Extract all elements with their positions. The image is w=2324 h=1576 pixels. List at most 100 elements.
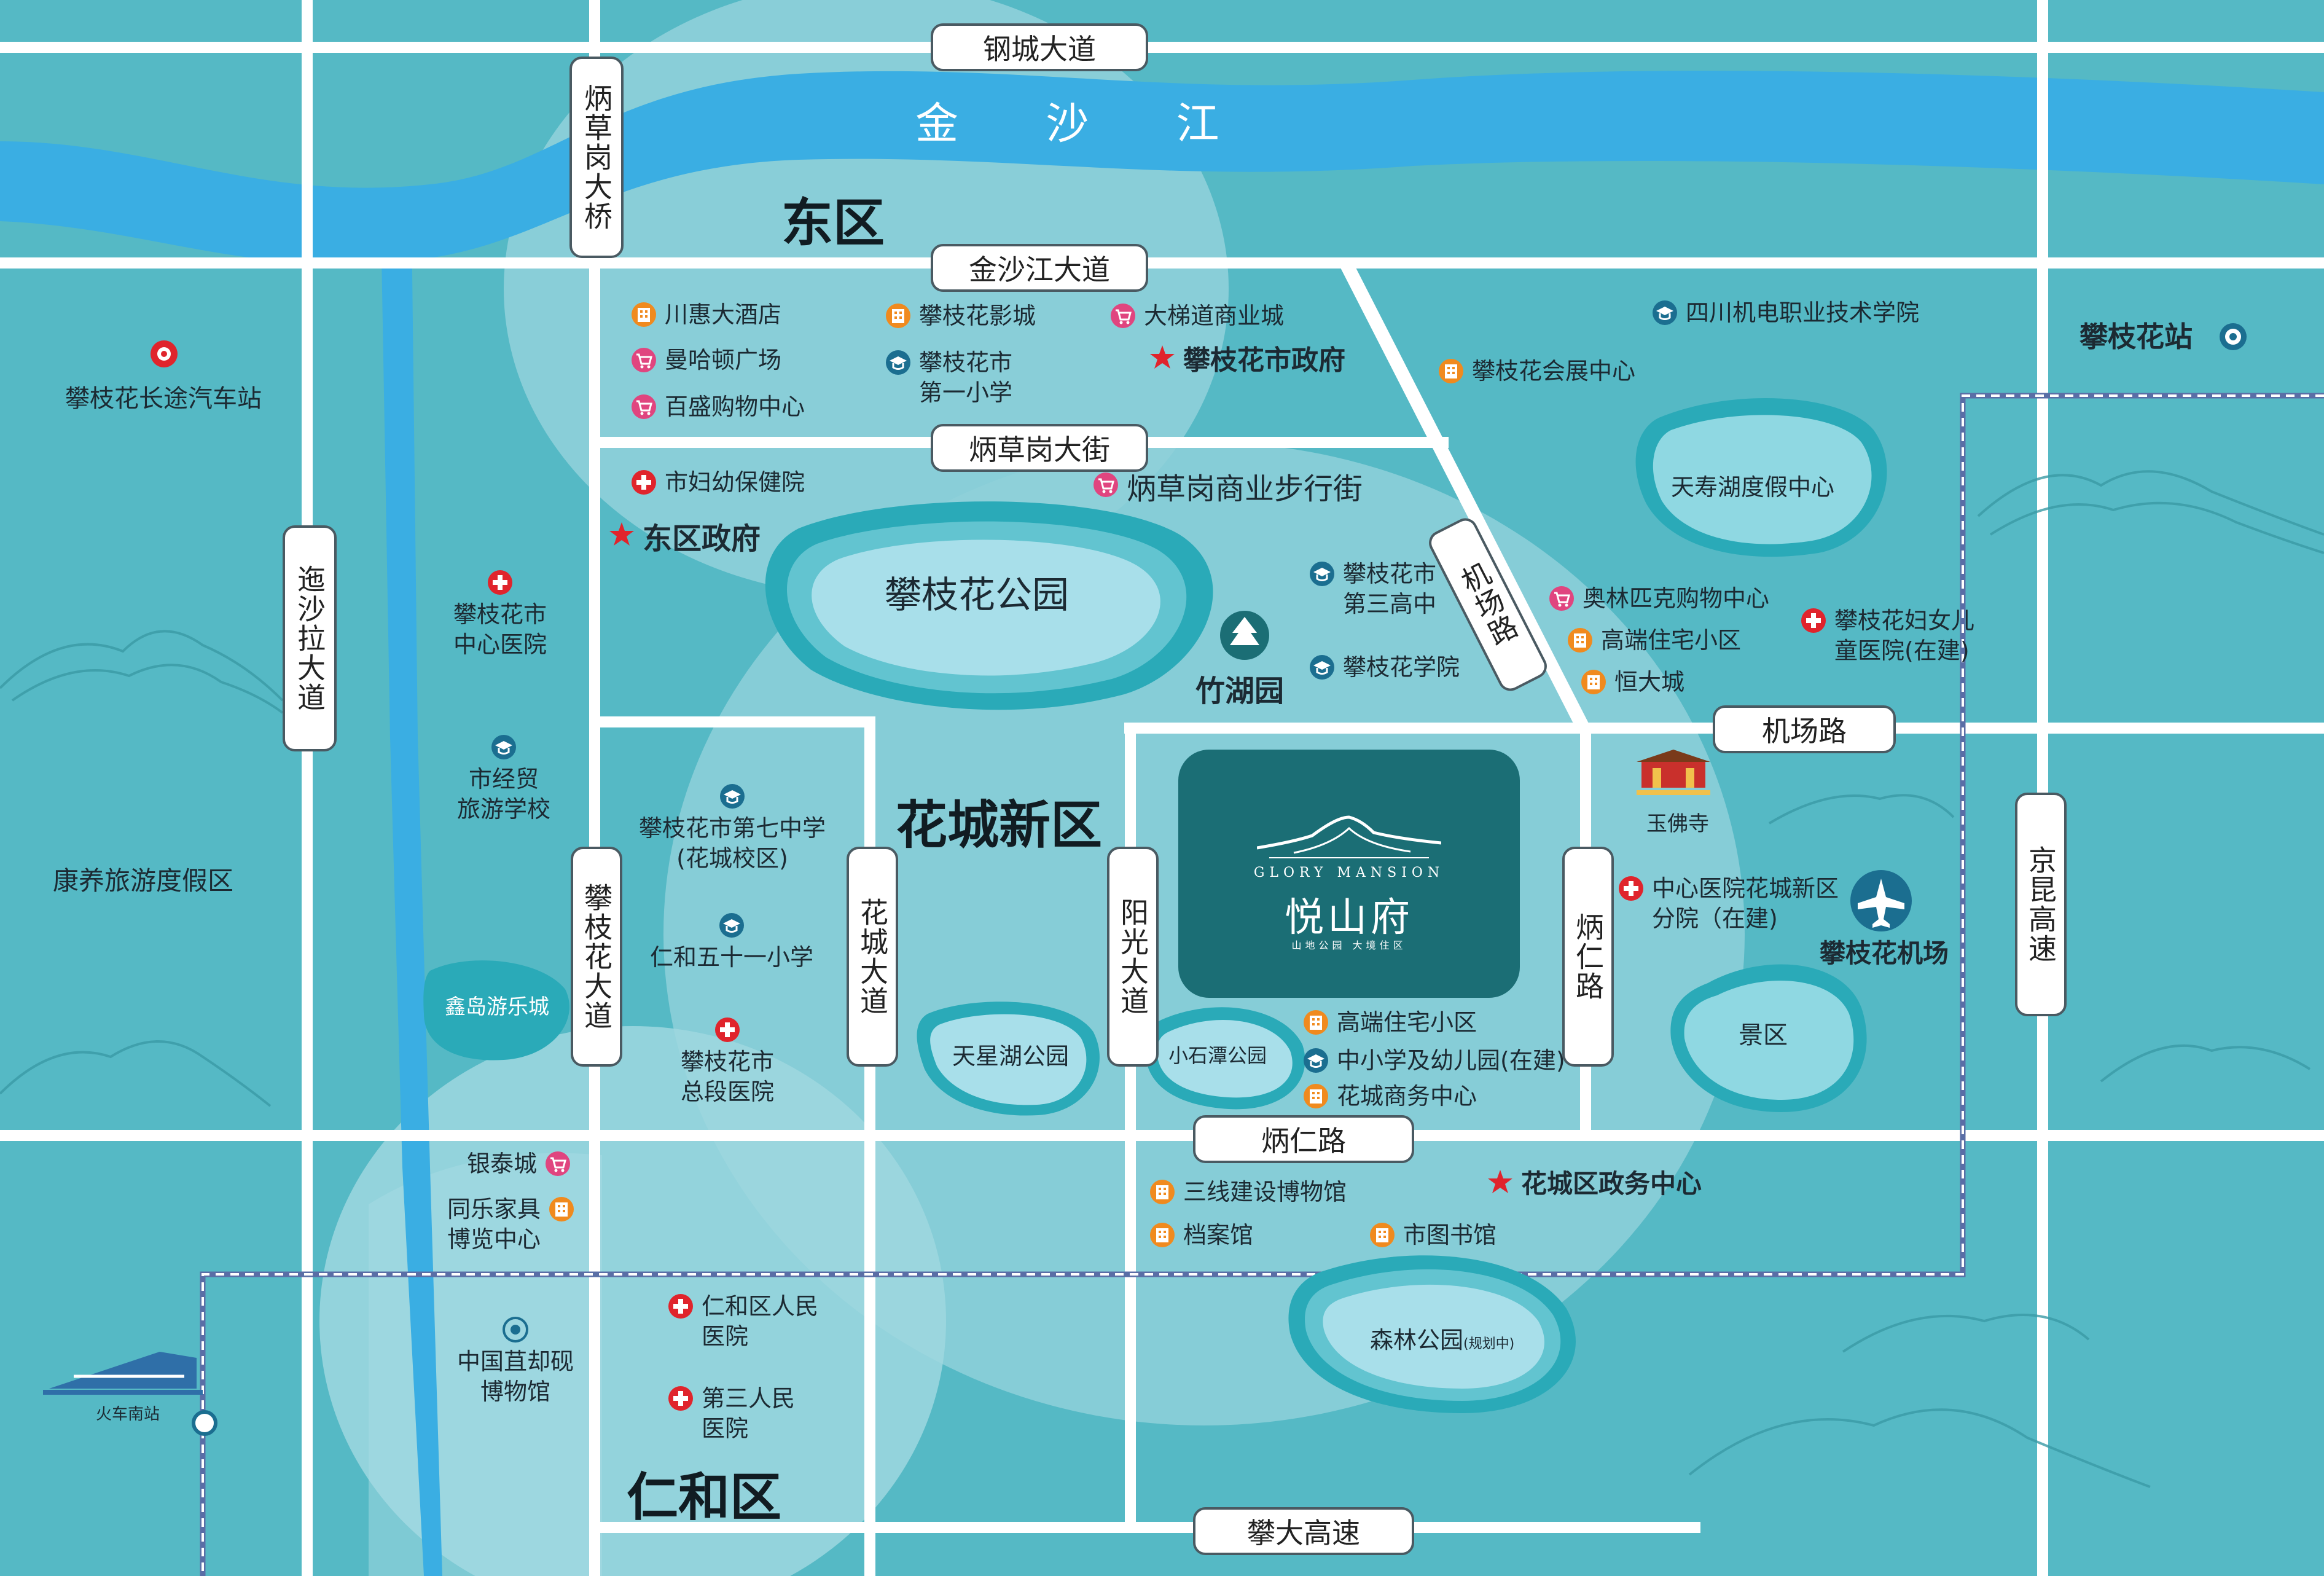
building-icon [1370,1223,1395,1247]
poi-sanxian[interactable]: 三线建设博物馆 [1149,1177,1347,1207]
poi-label: 攀枝花影城 [919,302,1036,329]
poi-third-hospital[interactable]: 第三人民 医院 [667,1384,795,1445]
road-huacheng-avenue: 花城大道 [847,847,898,1067]
road-jinshajiang: 金沙江大道 [931,244,1148,292]
poi-archives[interactable]: 档案馆 [1149,1220,1253,1250]
poi-maternal[interactable]: 市妇幼保健院 [630,468,805,498]
building-icon [1581,670,1606,694]
poi-label: 攀枝花妇女儿 童医院(在建) [1834,607,1975,665]
poi-label: 银泰城 [467,1150,538,1177]
river-branch [381,221,442,1576]
label-bus-station: 攀枝花长途汽车站 [65,385,262,413]
poi-library[interactable]: 市图书馆 [1369,1220,1497,1250]
park-scenic: 景区 [1739,1021,1788,1049]
poi-women-children[interactable]: 攀枝花妇女儿 童医院(在建) [1800,606,1974,667]
park-tianshou: 天寿湖度假中心 [1671,474,1835,501]
poi-luxury1[interactable]: 高端住宅小区 [1567,625,1741,656]
hospital-icon [668,1386,693,1411]
poi-label: 奥林匹克购物中心 [1583,585,1770,612]
lake-scenic [1670,964,1867,1112]
museum-icon [503,1317,528,1343]
poi-east-gov[interactable]: 东区政府 [608,520,761,558]
building-icon [549,1197,574,1221]
school-icon [720,784,745,809]
building-icon [1150,1180,1175,1204]
road-airport-horizontal: 机场路 [1713,705,1896,753]
poi-label: 中国苴却砚 博物馆 [457,1348,574,1406]
poi-label: 市图书馆 [1403,1221,1497,1249]
poi-renhe-hospital[interactable]: 仁和区人民 医院 [667,1292,818,1352]
poi-city-gov[interactable]: 攀枝花市政府 [1149,343,1345,378]
poi-label: 中心医院花城新区 分院（在建) [1652,875,1839,933]
poi-olympic-mall[interactable]: 奥林匹克购物中心 [1548,584,1769,614]
poi-label: 仁和五十一小学 [650,944,814,971]
poi-huacheng-business[interactable]: 花城商务中心 [1302,1081,1477,1111]
district-east: 东区 [781,193,885,253]
poi-label: 百盛购物中心 [665,393,805,420]
poi-label: 花城商务中心 [1337,1083,1477,1110]
poi-label: 恒大城 [1614,668,1685,696]
poi-central-hospital[interactable]: 攀枝花市 中心医院 [453,568,547,661]
project-name-cn: 悦山府 [1285,895,1414,941]
lake-panzhihua-park [765,501,1213,710]
lake-xindao [423,960,569,1060]
poi-label: 高端住宅小区 [1601,627,1742,654]
poi-expo-center[interactable]: 攀枝花会展中心 [1438,356,1635,386]
shopping-cart-icon [546,1151,571,1176]
poi-label: 同乐家具 博览中心 [447,1196,541,1253]
poi-evergrande[interactable]: 恒大城 [1580,667,1684,697]
park-tianxing: 天星湖公园 [952,1043,1070,1070]
poi-college[interactable]: 攀枝花学院 [1309,653,1460,683]
poi-general-hospital[interactable]: 攀枝花市 总段医院 [681,1015,774,1108]
project-logo-icon [1257,815,1441,858]
park-forest-name: 森林公园 [1370,1327,1464,1354]
poi-central-branch[interactable]: 中心医院花城新区 分院（在建) [1618,874,1839,935]
park-xindao: 鑫岛游乐城 [445,995,549,1019]
poi-trade-school[interactable]: 市经贸 旅游学校 [457,732,550,825]
poi-label: 第三人民 医院 [702,1385,796,1443]
poi-inkstone[interactable]: 中国苴却砚 博物馆 [457,1315,574,1408]
poi-school-kinder[interactable]: 中小学及幼儿园(在建) [1302,1046,1565,1076]
poi-tongle[interactable]: 同乐家具 博览中心 [447,1194,575,1255]
poi-walking-street[interactable]: 炳草岗商业步行街 [1092,470,1363,508]
road-panzhihua-avenue: 攀枝花大道 [571,847,622,1067]
building-icon [1150,1223,1175,1247]
park-forest-note: (规划中) [1463,1336,1515,1352]
road-jingkun: 京昆高速 [2015,793,2067,1016]
area-kangyang: 康养旅游度假区 [53,866,234,896]
poi-manhattan[interactable]: 曼哈顿广场 [630,345,781,375]
poi-label: 市妇幼保健院 [665,469,805,496]
poi-chuanhui[interactable]: 川惠大酒店 [630,300,781,330]
poi-huacheng-gov[interactable]: 花城区政务中心 [1487,1167,1702,1201]
district-renhe: 仁和区 [627,1467,782,1527]
shopping-cart-icon [1094,472,1118,497]
building-icon [1439,359,1463,383]
poi-sichuan-college[interactable]: 四川机电职业技术学院 [1651,298,1919,328]
poi-label: 攀枝花学院 [1343,654,1460,681]
zhuhu-tree-icon [1220,611,1269,660]
school-icon [1310,562,1334,586]
district-huacheng: 花城新区 [896,795,1103,855]
poi-label: 档案馆 [1183,1221,1254,1249]
shopping-cart-icon [1549,586,1574,611]
poi-label: 仁和区人民 医院 [702,1293,819,1351]
school-icon [1653,300,1677,325]
poi-yintai[interactable]: 银泰城 [467,1149,571,1179]
poi-high3[interactable]: 攀枝花市 第三高中 [1309,559,1436,620]
park-panzhihua: 攀枝花公园 [885,574,1069,617]
poi-primary1[interactable]: 攀枝花市 第一小学 [885,348,1012,409]
poi-datidao[interactable]: 大梯道商业城 [1109,301,1284,331]
mountain-decor [0,470,2324,1488]
poi-label: 川惠大酒店 [665,301,782,328]
school-icon [1304,1048,1328,1073]
poi-renhe51[interactable]: 仁和五十一小学 [650,911,813,973]
project-glory-mansion[interactable]: GLORY MANSION 悦山府 山地公园 大境住区 [1178,750,1520,998]
south-station-icon [43,1352,217,1436]
school-icon [1310,655,1334,680]
lake-tianxing [917,1002,1100,1116]
poi-cinema[interactable]: 攀枝花影城 [885,301,1036,331]
poi-luxury2[interactable]: 高端住宅小区 [1302,1008,1477,1038]
star-icon [1150,345,1175,369]
poi-middle7[interactable]: 攀枝花市第七中学 (花城校区) [639,782,826,874]
poi-baisheng[interactable]: 百盛购物中心 [630,392,805,422]
